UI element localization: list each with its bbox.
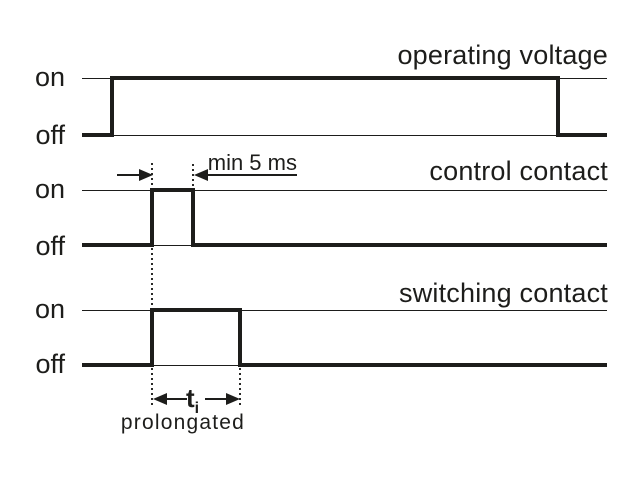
waveform-segment-on bbox=[150, 188, 195, 192]
waveform-falling-edge bbox=[556, 76, 560, 137]
arrow-shaft-right bbox=[208, 174, 297, 176]
interval-symbol-subscript: i bbox=[194, 400, 200, 418]
waveform-segment-off bbox=[82, 363, 154, 367]
waveform-segment-off bbox=[82, 243, 154, 247]
waveform-segment-on bbox=[110, 76, 560, 80]
interval-symbol-letter: t bbox=[186, 383, 195, 413]
waveform-segment-on bbox=[150, 308, 242, 312]
min-pulse-width-label: min 5 ms bbox=[207, 150, 297, 175]
arrow-right-icon bbox=[139, 169, 153, 181]
arrow-shaft-right bbox=[205, 398, 226, 400]
arrow-shaft-left bbox=[166, 398, 187, 400]
arrow-right-icon bbox=[226, 393, 240, 405]
waveform-segment-off bbox=[238, 363, 607, 367]
signal-title-switching-contact: switching contact bbox=[399, 278, 608, 308]
level-label-off: off bbox=[35, 231, 65, 261]
reference-line-on bbox=[82, 310, 607, 311]
level-label-on: on bbox=[34, 174, 65, 204]
guide-dotted-line-pulse-end bbox=[192, 164, 194, 190]
reference-line-off bbox=[82, 135, 607, 136]
guide-dotted-line-interval-end bbox=[239, 368, 241, 406]
waveform-segment-off bbox=[556, 133, 607, 137]
waveform-rising-edge bbox=[150, 308, 154, 367]
waveform-segment-off bbox=[191, 243, 607, 247]
signal-title-operating-voltage: operating voltage bbox=[397, 40, 608, 70]
arrow-left-icon bbox=[194, 169, 208, 181]
level-label-on: on bbox=[34, 294, 65, 324]
interval-symbol: ti bbox=[186, 383, 199, 417]
waveform-falling-edge bbox=[191, 188, 195, 247]
reference-line-on bbox=[82, 190, 607, 191]
interval-caption: prolongated bbox=[120, 411, 246, 434]
waveform-falling-edge bbox=[238, 308, 242, 367]
level-label-on: on bbox=[34, 62, 65, 92]
guide-dotted-line-pulse-start bbox=[151, 163, 153, 407]
level-label-off: off bbox=[35, 349, 65, 379]
arrow-shaft-left bbox=[117, 174, 141, 176]
waveform-rising-edge bbox=[150, 188, 154, 247]
arrow-left-icon bbox=[153, 393, 167, 405]
signal-title-control-contact: control contact bbox=[429, 156, 608, 186]
waveform-segment-off bbox=[82, 133, 114, 137]
level-label-off: off bbox=[35, 120, 65, 150]
waveform-rising-edge bbox=[110, 76, 114, 137]
